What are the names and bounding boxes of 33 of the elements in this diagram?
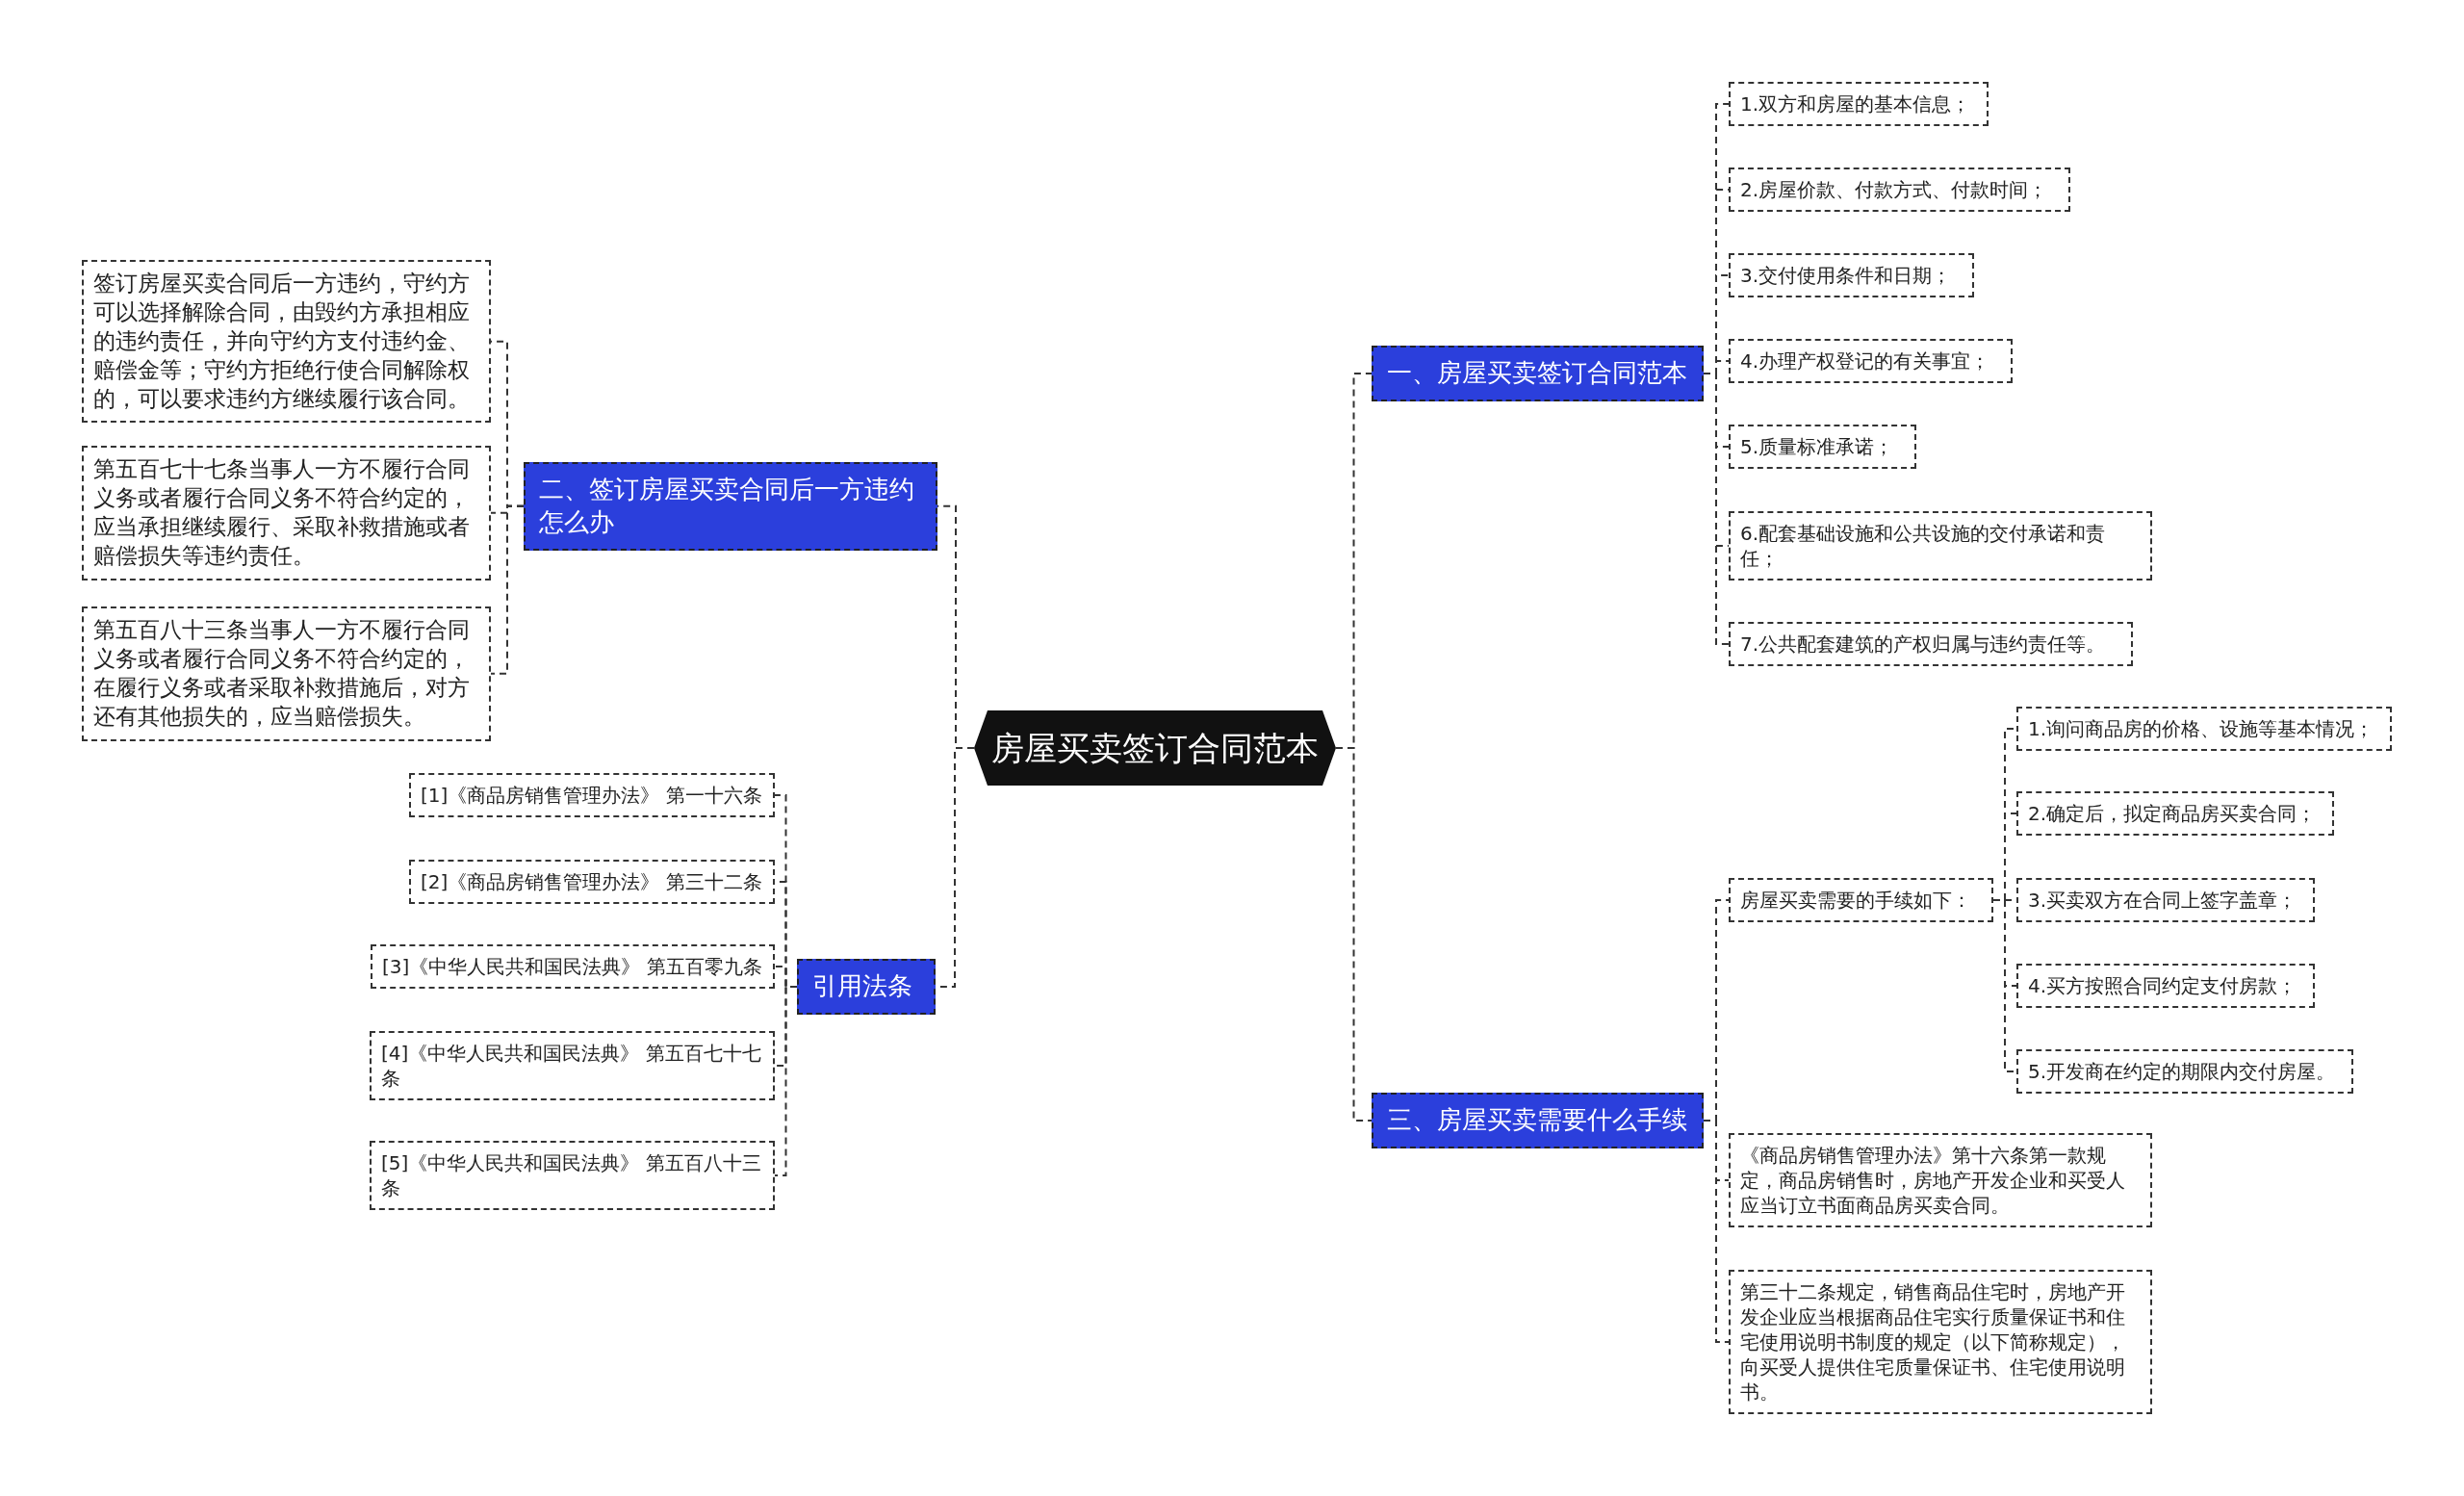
connector-line [1703,1119,1730,1343]
note-box: 2.房屋价款、付款方式、付款时间； [1729,168,2070,212]
connector-line [1703,372,1730,645]
connector-line [490,504,525,675]
note-box: 第五百七十七条当事人一方不履行合同义务或者履行合同义务不符合约定的，应当承担继续履行、采取补救措施或者赔偿损失等违约责任。 [82,446,491,580]
note-box: 5.质量标准承诺； [1729,425,1916,469]
note-box: 第三十二条规定，销售商品住宅时，房地产开发企业应当根据商品住宅实行质量保证书和住宅使用说明书制度的规定（以下简称规定），向买受人提供住宅质量保证书、住宅使用说明书。 [1729,1270,2152,1414]
note-box: 7.公共配套建筑的产权归属与违约责任等。 [1729,622,2133,666]
note-box: 3.交付使用条件和日期； [1729,253,1974,297]
note-box: 1.双方和房屋的基本信息； [1729,82,1989,126]
note-box: 4.买方按照合同约定支付房款； [2016,964,2315,1008]
note-box: 6.配套基础设施和公共设施的交付承诺和责任； [1729,511,2152,580]
note-box: 房屋买卖需要的手续如下： [1729,878,1993,922]
note-box: 2.确定后，拟定商品房买卖合同； [2016,791,2334,836]
topic-box: 二、签订房屋买卖合同后一方违约怎么办 [524,462,937,551]
note-box: 4.办理产权登记的有关事宜； [1729,339,2013,383]
note-box: 第五百八十三条当事人一方不履行合同义务或者履行合同义务不符合约定的，在履行义务或者采取补救措施后，对方还有其他损失的，应当赔偿损失。 [82,606,491,741]
connector-line [774,985,798,1176]
central-topic-hexagon [974,710,1336,786]
note-box: [5]《中华人民共和国民法典》 第五百八十三条 [370,1141,775,1210]
note-box: 3.买卖双方在合同上签字盖章； [2016,878,2315,922]
topic-text: 房屋买卖签订合同范本 [991,727,1319,769]
note-box: [3]《中华人民共和国民法典》 第五百零九条 [371,944,775,989]
note-box: 1.询问商品房的价格、设施等基本情况； [2016,707,2392,751]
note-box: [1]《商品房销售管理办法》 第一十六条 [409,773,775,817]
note-box: 签订房屋买卖合同后一方违约，守约方可以选择解除合同，由毁约方承担相应的违约责任，并向守约方支付违约金、赔偿金等；守约方拒绝行使合同解除权的，可以要求违约方继续履行该合同。 [82,260,491,424]
topic-box: 三、房屋买卖需要什么手续 [1372,1093,1704,1148]
note-box: 《商品房销售管理办法》第十六条第一款规定，商品房销售时，房地产开发企业和买受人应当订立书面商品房买卖合同。 [1729,1133,2152,1227]
note-box: [2]《商品房销售管理办法》 第三十二条 [409,860,775,904]
topic-box: 一、房屋买卖签订合同范本 [1372,346,1704,401]
note-box: 5.开发商在约定的期限内交付房屋。 [2016,1049,2353,1094]
topic-box: 引用法条 [797,959,936,1015]
note-box: [4]《中华人民共和国民法典》 第五百七十七条 [370,1031,775,1100]
